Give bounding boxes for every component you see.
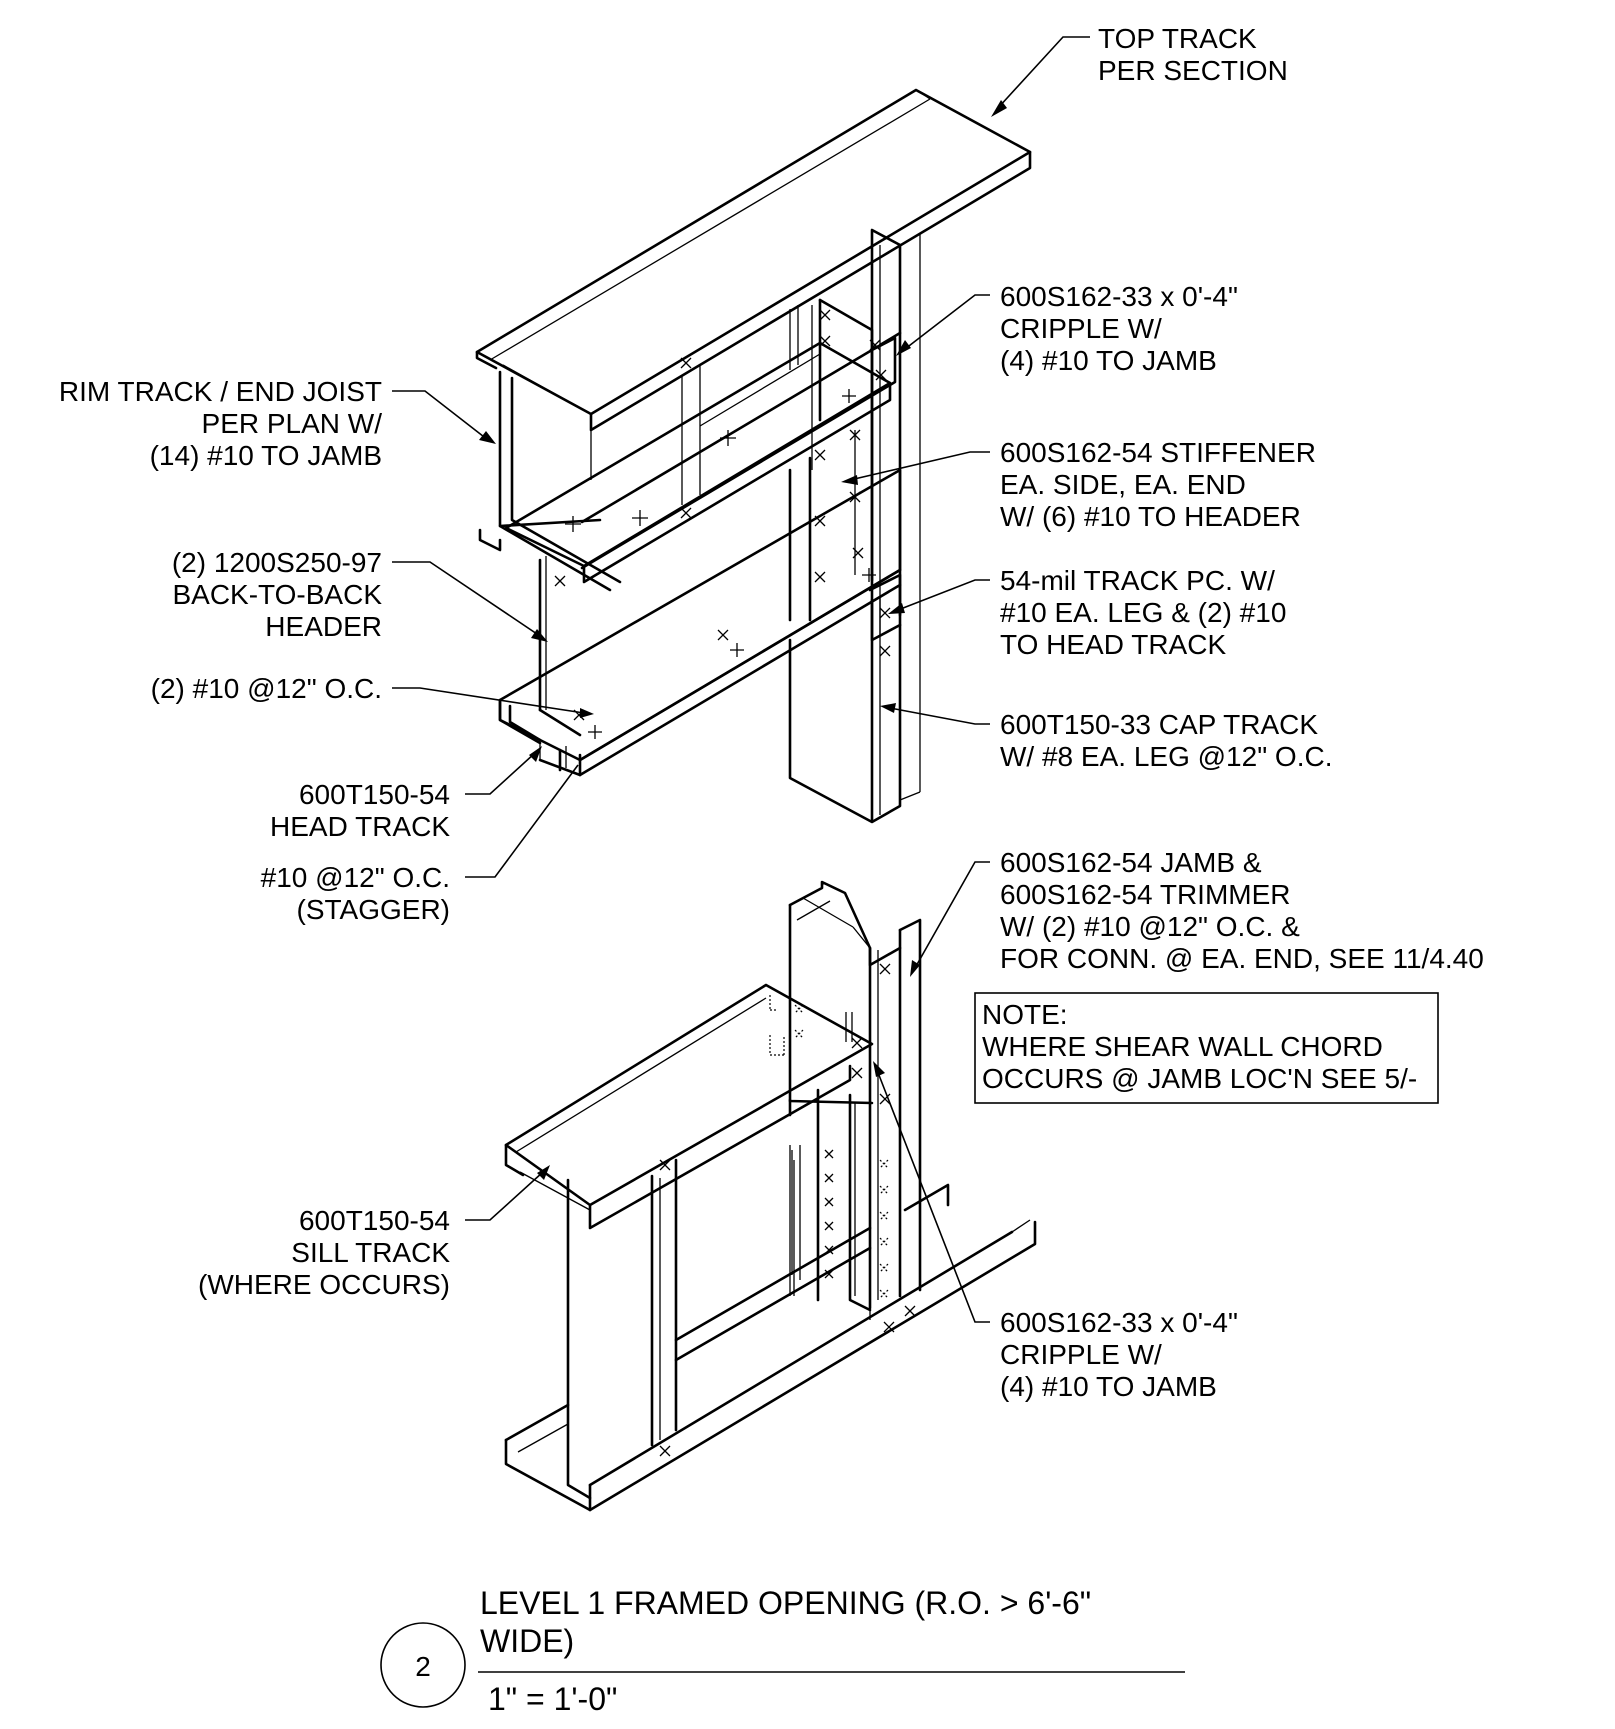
lower-assembly (504, 880, 1037, 1512)
callout-cripple-bottom: 600S162-33 x 0'-4" CRIPPLE W/ (4) #10 TO… (1000, 1307, 1238, 1402)
note-line1: NOTE: (982, 999, 1068, 1030)
head-track-line1: 600T150-54 (299, 779, 450, 810)
callout-top-track: TOP TRACK PER SECTION (1098, 23, 1288, 86)
upper-assembly (475, 88, 1032, 824)
callout-cap-track: 600T150-33 CAP TRACK W/ #8 EA. LEG @12" … (1000, 709, 1332, 772)
header-screws-line1: (2) #10 @12" O.C. (151, 673, 382, 704)
jamb-line3: W/ (2) #10 @12" O.C. & (1000, 911, 1300, 942)
track-pc-line2: #10 EA. LEG & (2) #10 (1000, 597, 1286, 628)
sill-track (504, 983, 874, 1230)
stiffener-line3: W/ (6) #10 TO HEADER (1000, 501, 1301, 532)
sill-track-line1: 600T150-54 (299, 1205, 450, 1236)
track-pc-line3: TO HEAD TRACK (1000, 629, 1226, 660)
jamb-line2: 600S162-54 TRIMMER (1000, 879, 1291, 910)
note-box: NOTE: WHERE SHEAR WALL CHORD OCCURS @ JA… (974, 992, 1439, 1104)
stiffener-line2: EA. SIDE, EA. END (1000, 469, 1246, 500)
cripple-bottom-line2: CRIPPLE W/ (1000, 1339, 1162, 1370)
leader-lines (392, 36, 1090, 1323)
head-track-line2: HEAD TRACK (270, 811, 450, 842)
jamb-line1: 600S162-54 JAMB & (1000, 847, 1262, 878)
callout-jamb: 600S162-54 JAMB & 600S162-54 TRIMMER W/ … (1000, 847, 1484, 974)
bottom-track (504, 1183, 1037, 1512)
sill-track-line3: (WHERE OCCURS) (198, 1269, 450, 1300)
cripple-top-line3: (4) #10 TO JAMB (1000, 345, 1217, 376)
callout-track-piece: 54-mil TRACK PC. W/ #10 EA. LEG & (2) #1… (1000, 565, 1286, 660)
title-block: 2 LEVEL 1 FRAMED OPENING (R.O. > 6'-6" W… (380, 1585, 1185, 1717)
sill-track-line2: SILL TRACK (291, 1237, 450, 1268)
stiffener-bay (580, 298, 902, 622)
rim-track-line2: PER PLAN W/ (202, 408, 383, 439)
callout-rim-track: RIM TRACK / END JOIST PER PLAN W/ (14) #… (59, 376, 382, 471)
detail-number: 2 (415, 1651, 431, 1682)
stiffener-line1: 600S162-54 STIFFENER (1000, 437, 1316, 468)
cripple-bottom-line1: 600S162-33 x 0'-4" (1000, 1307, 1238, 1338)
track-pc-line1: 54-mil TRACK PC. W/ (1000, 565, 1275, 596)
callout-head-track: 600T150-54 HEAD TRACK (270, 779, 450, 842)
callout-stiffener: 600S162-54 STIFFENER EA. SIDE, EA. END W… (1000, 437, 1316, 532)
rim-track (478, 305, 821, 592)
cripple-top-line2: CRIPPLE W/ (1000, 313, 1162, 344)
header-line3: HEADER (265, 611, 382, 642)
lower-jamb (788, 880, 922, 1310)
header-line1: (2) 1200S250-97 (172, 547, 382, 578)
rim-track-line3: (14) #10 TO JAMB (150, 440, 382, 471)
lower-fastener-marks (659, 963, 916, 1457)
head-track (498, 468, 902, 777)
top-track-line1: TOP TRACK (1098, 23, 1257, 54)
callout-cripple-top: 600S162-33 x 0'-4" CRIPPLE W/ (4) #10 TO… (1000, 281, 1238, 376)
detail-title-line1: LEVEL 1 FRAMED OPENING (R.O. > 6'-6" (480, 1585, 1091, 1621)
cap-track-line1: 600T150-33 CAP TRACK (1000, 709, 1318, 740)
cripple-bottom-line3: (4) #10 TO JAMB (1000, 1371, 1217, 1402)
callout-sill-track: 600T150-54 SILL TRACK (WHERE OCCURS) (198, 1205, 450, 1300)
cap-track-line2: W/ #8 EA. LEG @12" O.C. (1000, 741, 1332, 772)
detail-scale: 1" = 1'-0" (488, 1681, 617, 1717)
rim-track-line1: RIM TRACK / END JOIST (59, 376, 382, 407)
lower-studs (566, 1145, 872, 1500)
note-line3: OCCURS @ JAMB LOC'N SEE 5/- (982, 1063, 1417, 1094)
header (538, 556, 902, 762)
callout-header: (2) 1200S250-97 BACK-TO-BACK HEADER (172, 547, 382, 642)
stagger-line1: #10 @12" O.C. (261, 862, 450, 893)
callout-header-screws: (2) #10 @12" O.C. (151, 673, 382, 704)
note-line2: WHERE SHEAR WALL CHORD (982, 1031, 1383, 1062)
top-track-line2: PER SECTION (1098, 55, 1288, 86)
jamb-line4: FOR CONN. @ EA. END, SEE 11/4.40 (1000, 943, 1484, 974)
lower-cripple (788, 1088, 872, 1320)
cripple-top-line1: 600S162-33 x 0'-4" (1000, 281, 1238, 312)
header-line2: BACK-TO-BACK (172, 579, 382, 610)
stagger-line2: (STAGGER) (297, 894, 450, 925)
callout-stagger: #10 @12" O.C. (STAGGER) (261, 862, 450, 925)
top-track (475, 88, 1032, 432)
detail-title-line2: WIDE) (480, 1623, 574, 1659)
header-ledge (498, 341, 892, 584)
